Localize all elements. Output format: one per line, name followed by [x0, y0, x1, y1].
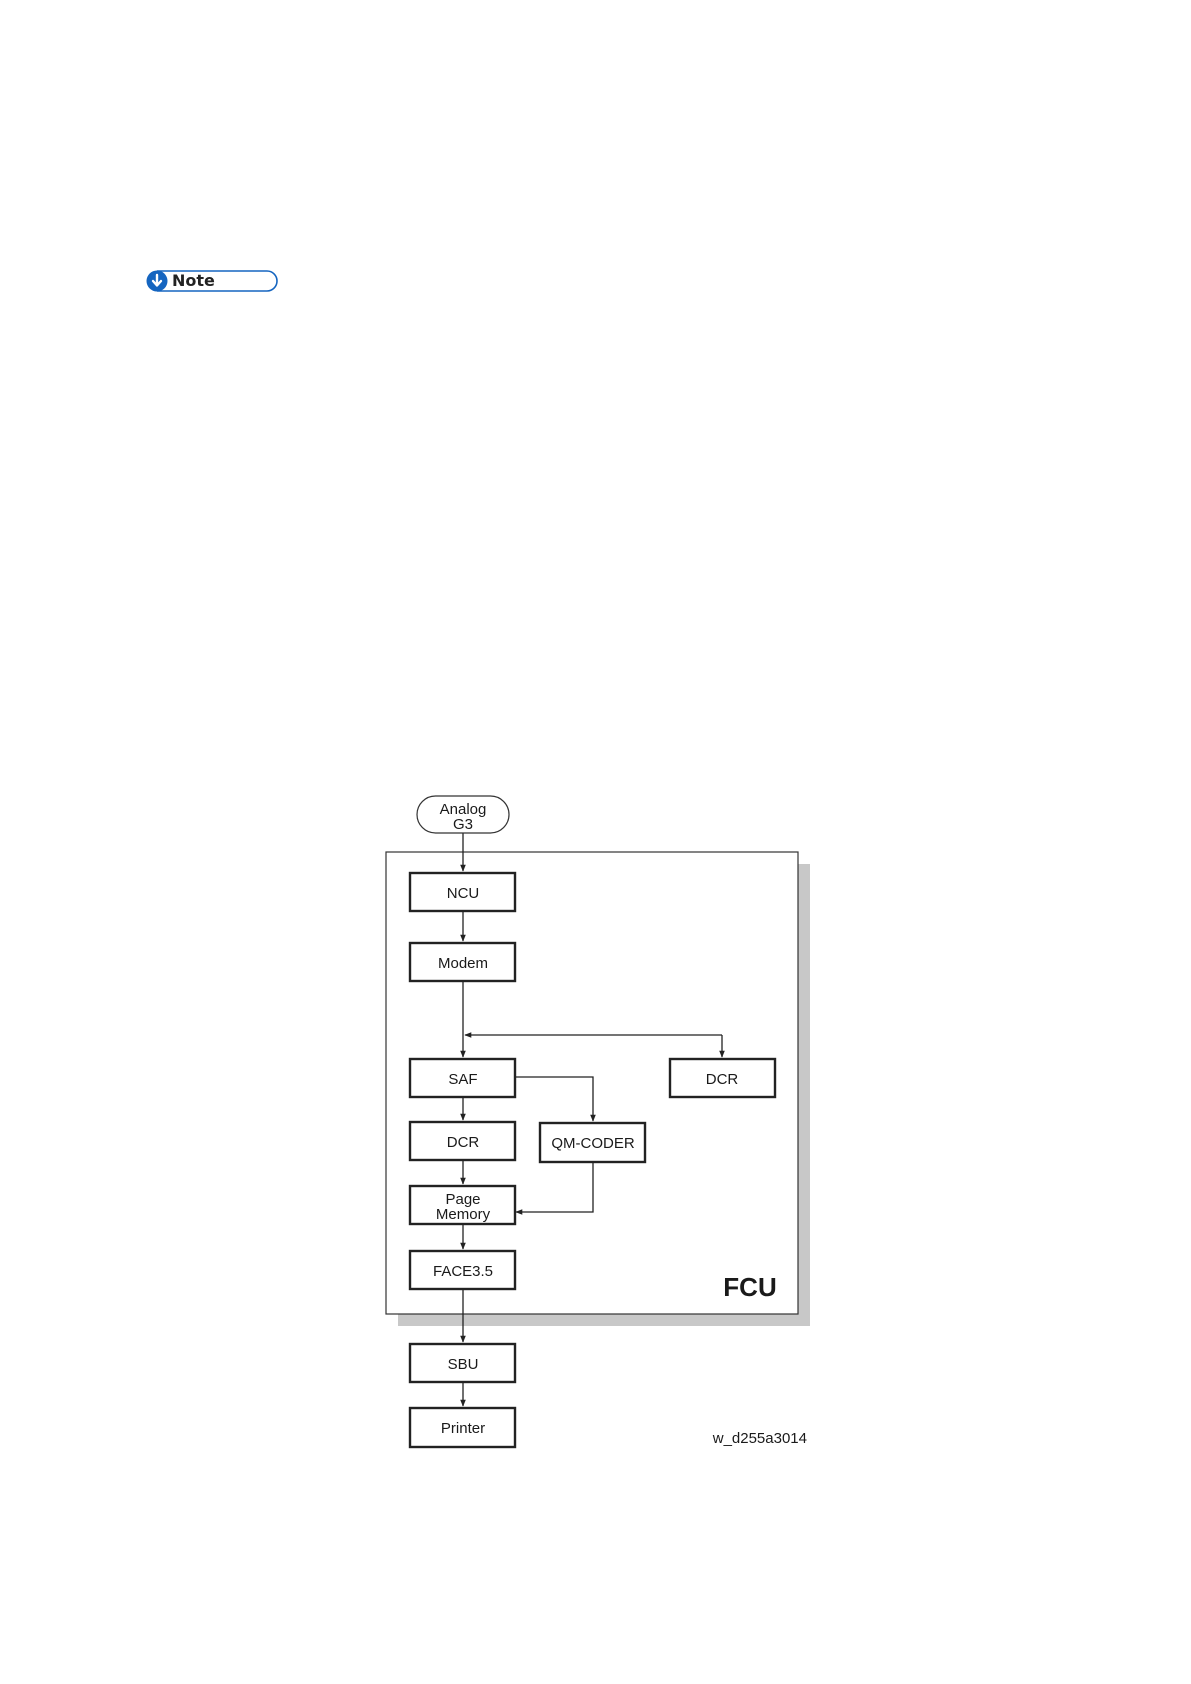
- node-page-memory-line2: Memory: [436, 1206, 491, 1223]
- node-analog-g3: Analog G3: [417, 796, 509, 833]
- node-sbu: SBU: [448, 1356, 479, 1373]
- node-analog-g3-line2: G3: [453, 816, 473, 833]
- node-face: FACE3.5: [433, 1263, 493, 1280]
- node-dcr: DCR: [447, 1134, 480, 1151]
- node-modem: Modem: [438, 955, 488, 972]
- node-ncu: NCU: [447, 885, 480, 902]
- node-printer: Printer: [441, 1420, 485, 1437]
- fcu-label: FCU: [723, 1272, 776, 1302]
- node-qm-coder: QM-CODER: [551, 1135, 634, 1152]
- node-dcr-right: DCR: [706, 1071, 739, 1088]
- node-saf: SAF: [448, 1071, 477, 1088]
- figure-id: w_d255a3014: [712, 1430, 807, 1447]
